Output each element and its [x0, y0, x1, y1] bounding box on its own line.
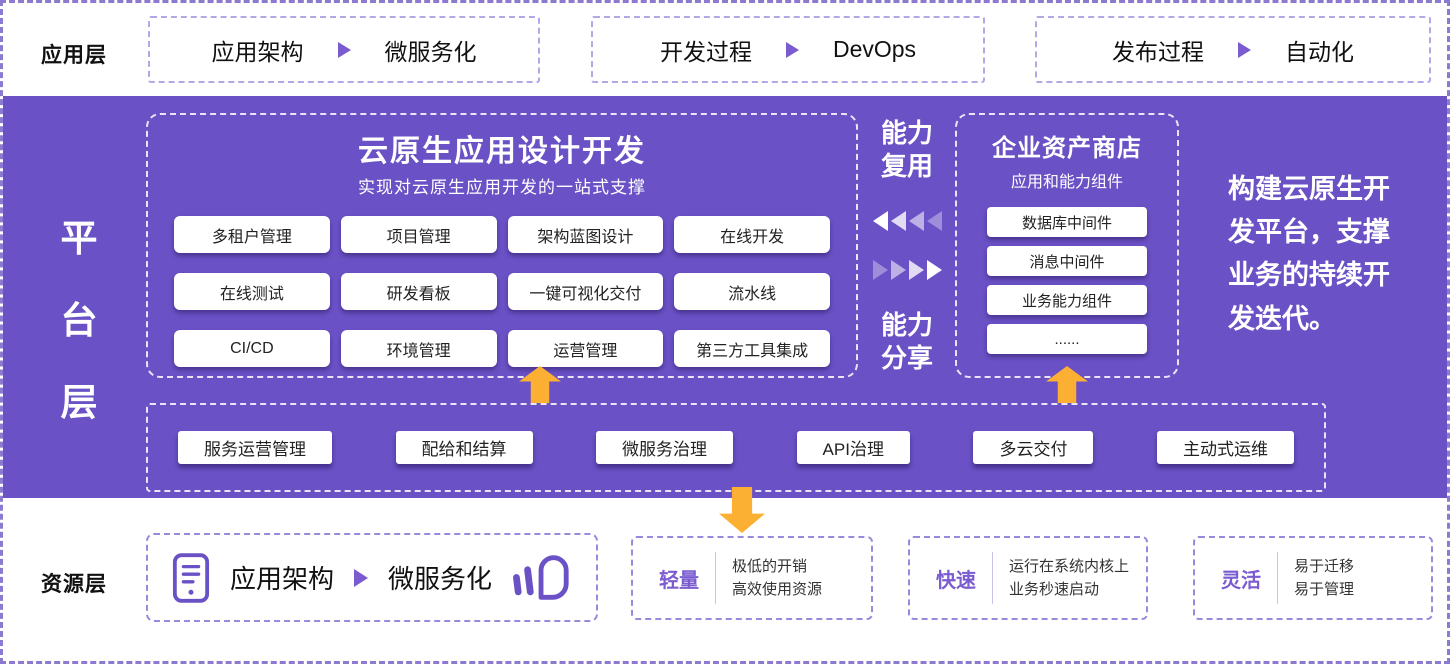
- cloud-microservice-icon: [513, 554, 569, 600]
- asset-chip: 数据库中间件: [987, 207, 1147, 237]
- platform-layer-label: 平 台 层: [55, 208, 103, 426]
- flow-right-text: DevOps: [832, 36, 917, 62]
- service-chip: API治理: [796, 431, 910, 464]
- platform-chip: 流水线: [674, 273, 830, 310]
- flow-right-text: 微服务化: [384, 38, 477, 65]
- arch-left-text: 应用架构: [229, 564, 334, 594]
- flow-left-text: 开发过程: [659, 38, 752, 65]
- arrow-left-icon: [908, 211, 924, 231]
- platform-slogan: 构建云原生开发平台，支撑业务的持续开发迭代。: [1228, 174, 1390, 334]
- arch-right-text: 微服务化: [388, 564, 493, 594]
- platform-chip: 研发看板: [340, 273, 497, 310]
- platform-label-char: 台: [60, 300, 98, 341]
- cloud-native-dev-box: 云原生应用设计开发 实现对云原生应用开发的一站式支撑 多租户管理 项目管理 架构…: [146, 113, 858, 378]
- arrow-right-icon: [872, 260, 888, 280]
- asset-chip: ......: [987, 324, 1147, 354]
- arrow-right-icon: [1238, 41, 1251, 58]
- feature-box-lightweight: 轻量 极低的开销 高效使用资源: [631, 536, 873, 620]
- enterprise-asset-store-box: 企业资产商店 应用和能力组件 数据库中间件 消息中间件 业务能力组件 .....…: [955, 113, 1179, 378]
- asset-chip-list: 数据库中间件 消息中间件 业务能力组件 ......: [957, 207, 1177, 354]
- asset-chip: 业务能力组件: [987, 285, 1147, 315]
- flow-left-text: 发布过程: [1112, 38, 1204, 65]
- capability-exchange: 能力 复用 能力 分享: [859, 113, 955, 378]
- platform-chip: 环境管理: [340, 330, 497, 367]
- service-chip: 主动式运维: [1156, 431, 1294, 464]
- flow-left-text: 应用架构: [211, 38, 304, 65]
- release-process-box: 发布过程 自动化: [1035, 16, 1431, 83]
- dev-capability-grid: 多租户管理 项目管理 架构蓝图设计 在线开发 在线测试 研发看板 一键可视化交付…: [174, 216, 830, 367]
- service-governance-bar: 服务运营管理 配给和结算 微服务治理 API治理 多云交付 主动式运维: [146, 403, 1326, 492]
- resource-layer-label: 资源层: [41, 573, 107, 596]
- flow-right-text: 自动化: [1285, 38, 1354, 65]
- arrow-right-icon: [785, 41, 799, 58]
- arrow-right-icon: [354, 568, 368, 587]
- feature-title: 灵活: [1221, 569, 1261, 592]
- feature-box-fast: 快速 运行在系统内核上 业务秒速启动: [908, 536, 1148, 620]
- platform-chip: 架构蓝图设计: [507, 216, 664, 253]
- vertical-divider: [992, 552, 993, 604]
- capability-share-label: 能力 分享: [880, 310, 933, 373]
- platform-chip: 多租户管理: [174, 216, 330, 253]
- application-layer-label: 应用层: [41, 44, 107, 67]
- vertical-divider: [1277, 552, 1278, 604]
- asset-store-title: 企业资产商店: [992, 135, 1142, 162]
- platform-chip: 一键可视化交付: [507, 273, 664, 310]
- dev-box-title: 云原生应用设计开发: [358, 135, 646, 168]
- resource-arch-box: 应用架构 微服务化: [146, 533, 598, 622]
- service-chip: 微服务治理: [596, 431, 734, 464]
- capability-reuse-label: 能力 复用: [880, 118, 933, 181]
- platform-layer: 平 台 层 云原生应用设计开发 实现对云原生应用开发的一站式支撑 多租户管理 项…: [3, 96, 1447, 498]
- platform-chip: 在线开发: [674, 216, 830, 253]
- service-chip: 服务运营管理: [178, 431, 332, 464]
- asset-store-subtitle: 应用和能力组件: [1010, 174, 1123, 191]
- arrow-right-icon: [908, 260, 924, 280]
- arrow-left-icon: [872, 211, 888, 231]
- app-architecture-box: 应用架构 微服务化: [148, 16, 540, 83]
- platform-label-char: 层: [60, 382, 98, 423]
- capability-reuse-arrows: [872, 211, 942, 231]
- feature-title: 快速: [936, 569, 976, 592]
- arrow-left-icon: [890, 211, 906, 231]
- feature-box-flexible: 灵活 易于迁移 易于管理: [1193, 536, 1433, 620]
- platform-chip: 第三方工具集成: [674, 330, 830, 367]
- tablet-icon: [172, 552, 210, 603]
- asset-chip: 消息中间件: [987, 246, 1147, 276]
- platform-chip: 在线测试: [174, 273, 330, 310]
- arrow-right-icon: [337, 41, 351, 58]
- service-chip: 多云交付: [973, 431, 1094, 464]
- arrow-left-icon: [926, 211, 942, 231]
- feature-description: 极低的开销 高效使用资源: [732, 557, 823, 598]
- platform-chip: 运营管理: [507, 330, 664, 367]
- feature-description: 运行在系统内核上 业务秒速启动: [1009, 557, 1130, 598]
- platform-chip: 项目管理: [340, 216, 497, 253]
- vertical-divider: [715, 552, 716, 604]
- arrow-right-icon: [890, 260, 906, 280]
- service-chip: 配给和结算: [395, 431, 533, 464]
- dev-box-subtitle: 实现对云原生应用开发的一站式支撑: [358, 178, 646, 197]
- dev-process-box: 开发过程 DevOps: [591, 16, 985, 83]
- feature-description: 易于迁移 易于管理: [1294, 557, 1355, 598]
- platform-label-char: 平: [60, 218, 98, 259]
- platform-chip: CI/CD: [174, 330, 330, 367]
- feature-title: 轻量: [659, 569, 699, 592]
- capability-share-arrows: [872, 260, 942, 280]
- arrow-right-icon: [926, 260, 942, 280]
